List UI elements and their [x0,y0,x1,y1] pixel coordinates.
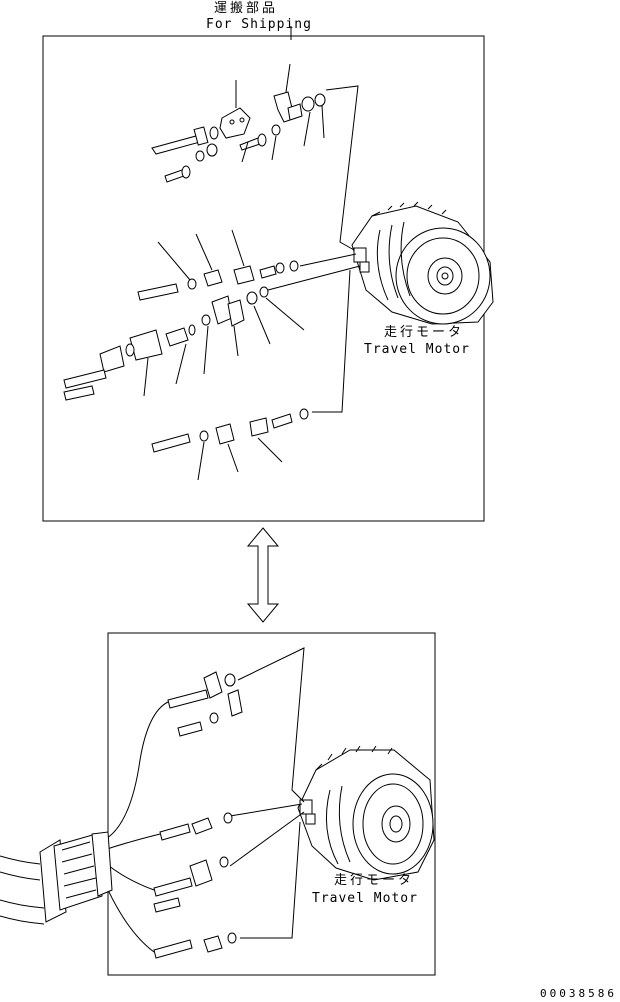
top-motor-label-en: Travel Motor [364,342,470,357]
bottom-panel-frame [107,632,436,976]
bottom-parts-row-3 [153,856,229,913]
top-group-middle-callouts [143,229,305,397]
bottom-motor-label-jp: 走行モータ [334,873,415,888]
top-group-lower [151,408,309,453]
top-group-upper [151,91,326,183]
top-group-lower-callouts [197,437,283,481]
swivel-joint-manifold [0,831,113,925]
header-label-en: For Shipping [206,17,312,32]
drawing-code: 00038586 [540,987,617,1000]
bottom-parts-row-2 [159,812,233,841]
top-group-middle [63,260,299,401]
top-pipe-leaders [267,85,361,413]
bottom-travel-motor [297,745,435,881]
top-motor-label-jp: 走行モータ [384,325,465,340]
top-travel-motor [351,201,494,325]
double-headed-vertical-arrow-icon [246,527,280,623]
top-group-upper-callouts [235,63,325,163]
bottom-hoses [99,701,169,953]
header-label-jp: 運搬部品 [214,1,279,16]
bottom-parts-row-1 [167,671,243,737]
bottom-pipe-leaders [229,647,305,939]
bottom-parts-row-4 [153,932,237,959]
bottom-motor-label-en: Travel Motor [312,891,418,906]
